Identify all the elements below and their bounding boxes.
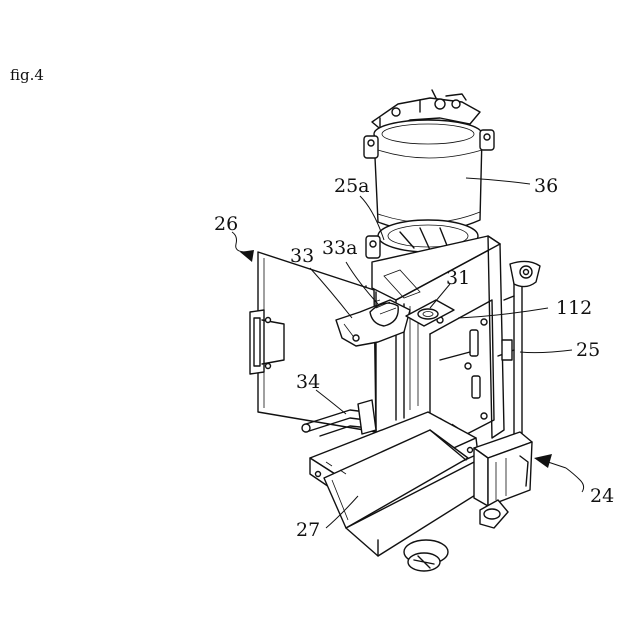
label-112: 112 (556, 297, 592, 319)
label-27: 27 (296, 519, 320, 541)
label-33a: 33a (322, 237, 358, 259)
label-33: 33 (290, 245, 314, 267)
label-34: 34 (296, 371, 320, 393)
label-25a: 25a (334, 175, 370, 197)
label-36: 36 (534, 175, 558, 197)
label-25: 25 (576, 339, 600, 361)
label-24: 24 (590, 485, 614, 507)
bottom-side-box (474, 432, 532, 506)
label-26: 26 (214, 213, 238, 235)
discharge-chute (310, 412, 496, 556)
label-31: 31 (446, 267, 470, 289)
ring-plate (406, 300, 454, 326)
